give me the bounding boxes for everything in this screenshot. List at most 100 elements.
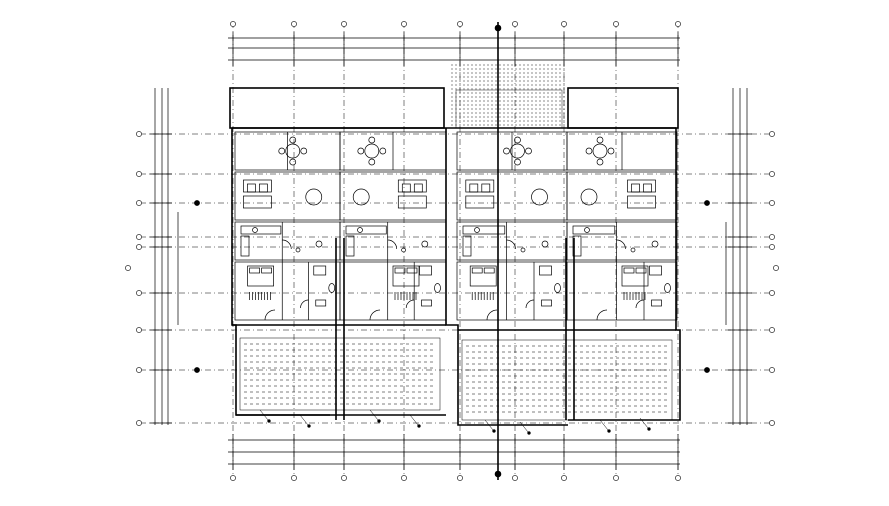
grid-bubble [136,234,142,240]
axis-node [494,24,502,32]
toilet [554,283,561,293]
grid-bubble [230,475,236,481]
outer-wall-mid [445,128,568,426]
terrace-left [229,87,445,129]
toilet [434,283,441,293]
grid-bubble [769,234,775,240]
shower [419,265,432,276]
sofa [397,195,427,209]
central-axis [335,22,575,480]
leader-line [369,409,379,421]
sink [474,227,480,233]
coffee-table [305,188,323,206]
shower [539,265,552,276]
room-kitchen [339,221,447,261]
grid-bubble [561,475,567,481]
pillow [261,267,272,274]
armchair [247,183,256,193]
pillow [471,267,483,274]
door-swing [387,239,398,250]
dining-chair [289,158,297,166]
leader-dot [417,424,421,428]
kitchen-counter [240,225,282,235]
fixture [520,247,526,253]
leader-dot [377,419,381,423]
pillow [635,267,647,274]
fixture [630,247,636,253]
grid-bubble [136,171,142,177]
dining-chair [289,136,297,144]
leader-line [599,419,609,431]
armchair [481,183,491,193]
room-bedroom [566,261,678,321]
leader-line [409,414,419,426]
sofa [243,179,272,193]
kitchen-counter [462,235,472,257]
kitchen-counter [462,225,506,235]
exterior-walls [229,87,681,426]
dining-table [364,143,380,159]
grid-bubble [457,21,463,27]
grid-bubble [561,21,567,27]
grid-bubble [769,367,775,373]
door-swing [635,299,645,309]
grid-bubble [125,265,131,271]
sofa [627,195,656,209]
grid-bubble [769,290,775,296]
fixture [315,240,323,248]
grid-bubble [704,367,710,373]
grid-bubble [769,420,775,426]
sofa [397,179,427,193]
grid-bubble [704,200,710,206]
grid-bubble [675,21,681,27]
bed [469,265,497,287]
armchair [643,183,652,193]
room-kitchen [234,221,341,261]
sink [357,227,363,233]
leader-line [484,419,494,431]
pillow [483,267,495,274]
door-swing [486,309,498,321]
pillow [249,267,260,274]
grid-bubble [136,131,142,137]
armchair [469,183,479,193]
fixture [295,247,301,253]
dimension-lines [150,32,752,470]
grid-bubble [457,475,463,481]
pillow [623,267,635,274]
grid-bubble [675,475,681,481]
coffee-table [580,188,598,206]
grid-bubble [769,171,775,177]
sofa [465,195,495,209]
room-kitchen [566,221,678,261]
leader-line [299,414,309,426]
grid-bubble [136,200,142,206]
bed [392,265,420,287]
unit-layouts [234,131,678,321]
door-swing [405,299,415,309]
door-swing [596,309,608,321]
dining-chair [357,147,365,155]
armchair [259,183,268,193]
coffee-table [531,188,548,206]
stair-hatch [451,64,565,129]
sofa [243,195,272,209]
door-swing [616,239,626,250]
grid-bubble [769,200,775,206]
grid-bubble [773,265,779,271]
room-bedroom [339,261,447,321]
door-swing [282,239,292,250]
sofa [465,179,495,193]
bed [621,265,649,287]
grid-bubble [512,475,518,481]
dining-chair [525,147,532,155]
dining-chair [596,136,604,144]
room-living [339,171,447,221]
armchair [413,183,423,193]
coffee-table [352,188,370,206]
pillow [394,267,406,274]
grid-bubble [291,475,297,481]
grid-bubble [613,21,619,27]
